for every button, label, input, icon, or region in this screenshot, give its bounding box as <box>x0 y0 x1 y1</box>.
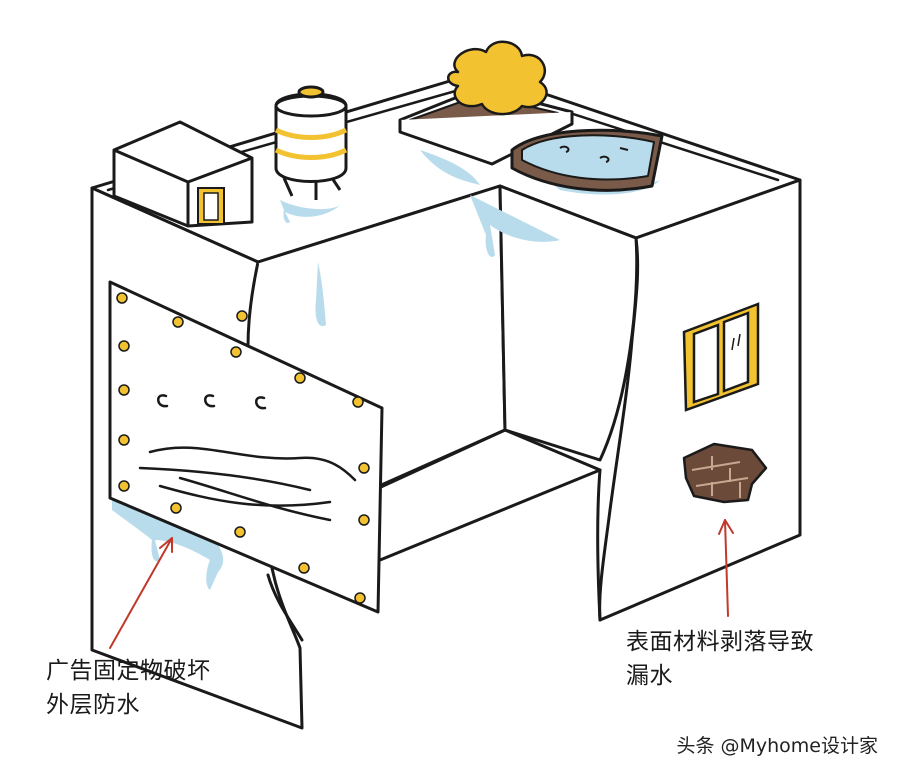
arrow-left <box>109 537 173 649</box>
brick-damage <box>682 442 768 504</box>
water-tank-icon <box>274 85 348 200</box>
lower-floor-line <box>378 468 602 562</box>
annotation-left-line2: 外层防水 <box>46 692 140 718</box>
lower-crack <box>266 573 304 642</box>
plant-bush-icon <box>398 40 574 166</box>
annotation-right-line2: 漏水 <box>626 663 673 689</box>
annotation-left-line1: 广告固定物破坏 <box>46 658 211 684</box>
annotation-right-line1: 表面材料剥落导致 <box>626 629 814 655</box>
interior-floor-right <box>503 428 602 472</box>
annotation-right: 表面材料剥落导致 漏水 <box>626 625 814 693</box>
interior-floor-left <box>368 428 507 494</box>
watermark: 头条 @Myhome设计家 <box>676 735 878 757</box>
annotation-left: 广告固定物破坏 外层防水 <box>46 654 211 722</box>
arrow-right <box>724 519 729 617</box>
pond-icon <box>510 128 664 192</box>
interior-back-right <box>498 184 639 462</box>
right-crack <box>596 468 602 622</box>
billboard-bolts <box>116 292 370 604</box>
billboard <box>108 280 384 614</box>
window-icon <box>682 302 760 412</box>
arrow-icon <box>109 519 734 649</box>
